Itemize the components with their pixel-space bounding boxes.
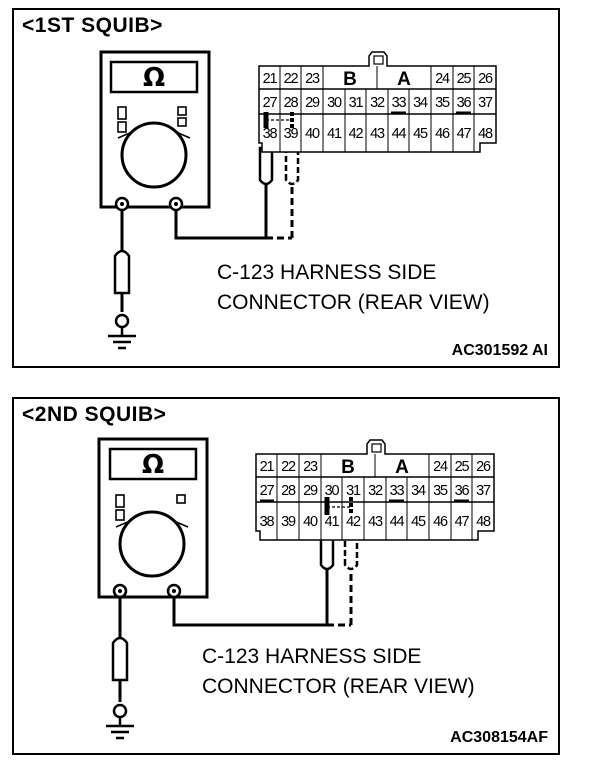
pin-label: 48	[476, 514, 491, 530]
pin-label: 26	[476, 459, 491, 475]
pin-label: 29	[303, 483, 318, 499]
ground-icon	[108, 334, 136, 350]
pin-label: A	[397, 69, 411, 90]
pin-label: 29	[305, 95, 320, 111]
pin-label: 37	[476, 483, 491, 499]
probe-tips	[324, 497, 353, 515]
pin-label: 25	[457, 71, 472, 87]
pin-label: 43	[370, 126, 385, 142]
pin-label: 31	[346, 483, 361, 499]
selector-dial	[118, 510, 186, 578]
caption-line-1: C-123 HARNESS SIDE	[202, 645, 422, 668]
pin-label: 23	[303, 459, 318, 475]
panel-title: <1ST SQUIB>	[22, 14, 163, 37]
caption-line-1: C-123 HARNESS SIDE	[217, 261, 437, 284]
pin-label: 34	[413, 95, 428, 111]
ground-lead	[106, 597, 134, 740]
pin-label: 44	[392, 126, 407, 142]
connector: 21 22 23 B A 24 25 26 27 28 29 30 31 32 …	[255, 439, 495, 541]
wiring-diagram: Ω	[97, 437, 495, 740]
pin-label: 45	[411, 514, 426, 530]
pin-label: 46	[435, 126, 450, 142]
pin-label: 28	[284, 95, 299, 111]
pin-label: 26	[478, 71, 493, 87]
pin-label: 31	[349, 95, 364, 111]
pin-label: 47	[455, 514, 470, 530]
pin-label: 40	[305, 126, 320, 142]
pin-label: 30	[325, 483, 340, 499]
test-leads	[174, 112, 300, 240]
pin-label: 42	[346, 514, 361, 530]
pin-label: 48	[478, 126, 493, 142]
pin-label: 46	[433, 514, 448, 530]
connector: 21 22 23 B A 24 25 26 27 28 29 30 31 32 …	[258, 51, 497, 153]
wiring-diagram: Ω	[99, 50, 497, 350]
pin-label: 38	[263, 126, 278, 142]
ground-lead	[108, 210, 136, 350]
pin-label: 47	[457, 126, 472, 142]
pin-label: 22	[284, 71, 299, 87]
pin-label: 39	[284, 126, 299, 142]
pin-label: 28	[281, 483, 296, 499]
pin-label: 34	[411, 483, 426, 499]
pin-label: 32	[370, 95, 385, 111]
pin-label: B	[343, 69, 357, 90]
figure-code: AC308154AF	[450, 729, 548, 746]
panel-title: <2ND SQUIB>	[22, 403, 167, 426]
pin-label: 36	[455, 483, 470, 499]
pin-label: 30	[327, 95, 342, 111]
pin-label: 41	[327, 126, 342, 142]
pin-label: 40	[303, 514, 318, 530]
ground-icon	[106, 724, 134, 740]
pin-label: 22	[281, 459, 296, 475]
squib-1-panel: <1ST SQUIB> Ω	[12, 8, 560, 368]
pin-label: 39	[281, 514, 296, 530]
probe-tips	[263, 112, 294, 128]
figure-code: AC301592 AI	[451, 342, 548, 359]
caption: C-123 HARNESS SIDE CONNECTOR (REAR VIEW)	[217, 258, 490, 318]
squib-2-panel: <2ND SQUIB> Ω	[12, 397, 560, 755]
caption-line-2: CONNECTOR (REAR VIEW)	[217, 291, 490, 314]
pin-label: B	[341, 457, 355, 478]
pin-label: 43	[368, 514, 383, 530]
pin-label: 21	[263, 71, 278, 87]
pin-label: 45	[413, 126, 428, 142]
pin-label: 24	[435, 71, 450, 87]
pin-label: 35	[435, 95, 450, 111]
pin-label: 42	[349, 126, 364, 142]
pin-label: 36	[457, 95, 472, 111]
pin-label: 38	[260, 514, 275, 530]
pin-label: 44	[390, 514, 405, 530]
pin-label: 35	[433, 483, 448, 499]
pin-label: 25	[455, 459, 470, 475]
ohmmeter: Ω	[97, 437, 209, 599]
ohm-symbol: Ω	[142, 450, 164, 480]
caption-line-2: CONNECTOR (REAR VIEW)	[202, 675, 475, 698]
pin-label: 33	[392, 95, 407, 111]
pin-label: 33	[390, 483, 405, 499]
pin-label: 21	[260, 459, 275, 475]
ohm-symbol: Ω	[143, 63, 165, 93]
pin-label: 37	[478, 95, 493, 111]
pin-label: 27	[260, 483, 275, 499]
ohmmeter: Ω	[99, 50, 211, 212]
pin-label: 32	[368, 483, 383, 499]
selector-dial	[120, 121, 188, 189]
pin-label: 27	[263, 95, 278, 111]
caption: C-123 HARNESS SIDE CONNECTOR (REAR VIEW)	[202, 642, 475, 702]
pin-label: 41	[325, 514, 340, 530]
pin-label: 23	[305, 71, 320, 87]
pin-label: 24	[433, 459, 448, 475]
pin-label: A	[395, 457, 409, 478]
